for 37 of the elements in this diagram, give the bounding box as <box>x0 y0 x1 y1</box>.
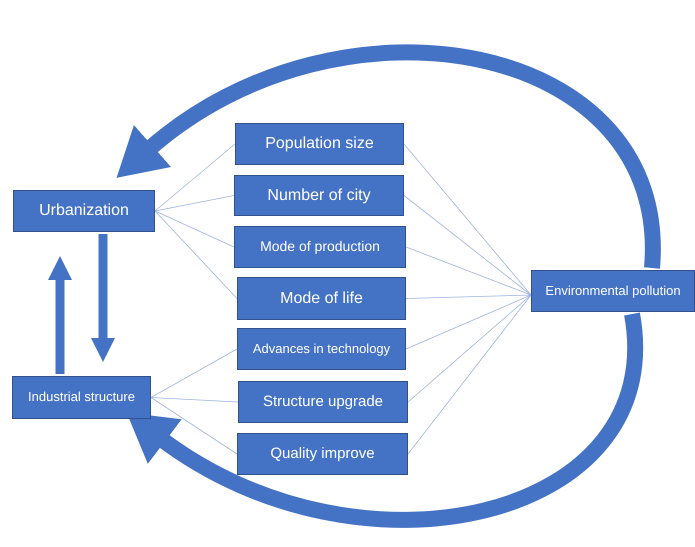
connector-line <box>404 195 532 296</box>
box-label: Urbanization <box>39 201 129 221</box>
process-box <box>237 328 406 370</box>
connector-line <box>150 397 238 402</box>
box-label: Quality improve <box>270 444 375 464</box>
process-box <box>234 175 404 216</box>
connector-line <box>406 294 532 350</box>
connector-line <box>154 210 238 299</box>
block-arrow <box>114 44 660 268</box>
connector-line <box>406 246 532 296</box>
process-box <box>234 226 406 268</box>
connector-line <box>154 144 236 212</box>
box-label: Industrial structure <box>28 389 135 406</box>
connector-line <box>150 397 238 454</box>
connector-line <box>406 294 532 299</box>
box-label: Mode of production <box>260 238 380 256</box>
block-arrow <box>48 256 72 374</box>
process-box <box>531 270 695 312</box>
box-label: Number of city <box>267 186 371 206</box>
process-box <box>238 381 408 423</box>
connector-line <box>408 294 532 454</box>
process-box <box>13 190 155 232</box>
process-box <box>235 123 404 165</box>
process-box <box>237 277 406 320</box>
box-label: Environmental pollution <box>545 282 681 300</box>
box-label: Mode of life <box>280 288 363 308</box>
block-arrow <box>91 234 115 362</box>
process-box <box>12 376 151 419</box>
connector-line <box>404 144 532 296</box>
connector-line <box>154 195 234 212</box>
connector-line <box>150 348 238 398</box>
box-label: Population size <box>265 134 374 154</box>
box-label: Structure upgrade <box>262 392 384 412</box>
connector-line <box>154 210 234 248</box>
box-label: Advances in technology <box>252 340 390 358</box>
process-box <box>237 433 408 475</box>
connector-line <box>408 294 532 402</box>
